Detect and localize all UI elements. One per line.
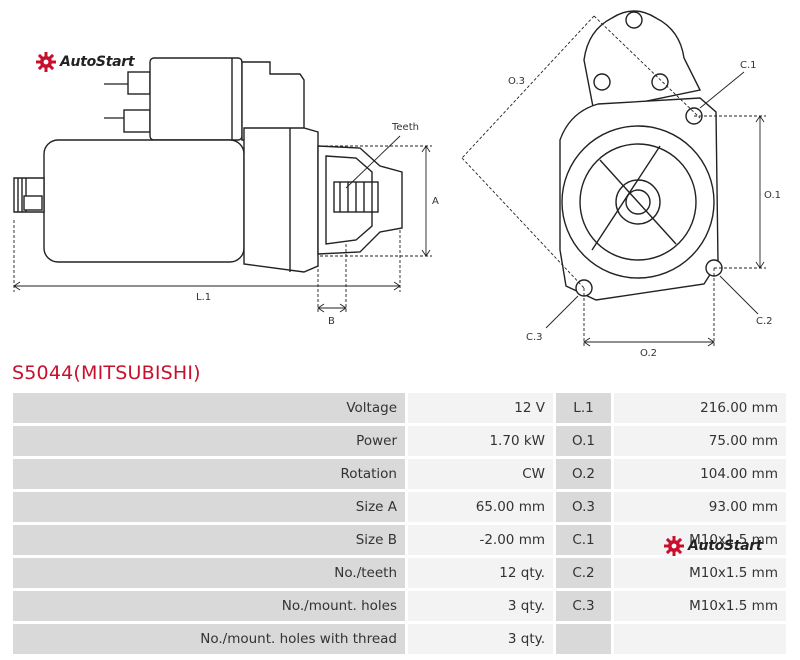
- starter-side-view: [13, 57, 403, 273]
- dimension-value: 75.00 mm: [614, 426, 786, 456]
- table-row: Rotation CW O.2 104.00 mm: [13, 459, 786, 489]
- autostart-logo: AutoStart: [36, 52, 135, 72]
- logo-text: AutoStart: [688, 538, 763, 554]
- dimension-code: [556, 624, 611, 654]
- table-row: Voltage 12 V L.1 216.00 mm: [13, 393, 786, 423]
- dim-c1-label: C.1: [740, 60, 757, 71]
- front-dimensions: [461, 15, 766, 347]
- dim-o2-label: O.2: [640, 348, 657, 359]
- dim-a-label: A: [432, 196, 439, 207]
- spec-label: Size A: [13, 492, 405, 522]
- spec-value: 65.00 mm: [408, 492, 553, 522]
- dimension-code: C.2: [556, 558, 611, 588]
- dimension-value: M10x1.5 mm: [614, 525, 786, 555]
- spec-value: 12 qty.: [408, 558, 553, 588]
- dimension-value: [614, 624, 786, 654]
- dimension-value: 93.00 mm: [614, 492, 786, 522]
- table-row: No./mount. holes 3 qty. C.3 M10x1.5 mm: [13, 591, 786, 621]
- dimension-value: M10x1.5 mm: [614, 558, 786, 588]
- dim-b-label: B: [328, 316, 335, 327]
- dimension-code: O.3: [556, 492, 611, 522]
- spec-label: No./mount. holes with thread: [13, 624, 405, 654]
- side-dimensions: [13, 135, 432, 313]
- dimension-value: 104.00 mm: [614, 459, 786, 489]
- spec-label: Size B: [13, 525, 405, 555]
- spec-value: 3 qty.: [408, 591, 553, 621]
- table-row: No./teeth 12 qty. C.2 M10x1.5 mm: [13, 558, 786, 588]
- logo-gear-icon: [664, 536, 684, 556]
- dimension-code: C.1: [556, 525, 611, 555]
- spec-label: Rotation: [13, 459, 405, 489]
- dimension-code: L.1: [556, 393, 611, 423]
- dim-c2-label: C.2: [756, 316, 773, 327]
- spec-value: CW: [408, 459, 553, 489]
- spec-label: No./mount. holes: [13, 591, 405, 621]
- spec-label: Power: [13, 426, 405, 456]
- table-row: Size A 65.00 mm O.3 93.00 mm: [13, 492, 786, 522]
- dim-o3-label: O.3: [508, 76, 525, 87]
- spec-value: -2.00 mm: [408, 525, 553, 555]
- spec-value: 3 qty.: [408, 624, 553, 654]
- spec-value: 1.70 kW: [408, 426, 553, 456]
- dim-o1-label: O.1: [764, 190, 781, 201]
- drawing-svg: Teeth A B L.1: [13, 10, 781, 359]
- dim-l1-label: L.1: [196, 292, 211, 303]
- starter-front-view: [559, 10, 723, 301]
- table-row: No./mount. holes with thread 3 qty.: [13, 624, 786, 654]
- dimension-code: O.2: [556, 459, 611, 489]
- dim-c3-label: C.3: [526, 332, 543, 343]
- dimension-value: M10x1.5 mm: [614, 591, 786, 621]
- spec-label: Voltage: [13, 393, 405, 423]
- spec-value: 12 V: [408, 393, 553, 423]
- teeth-label: Teeth: [391, 122, 419, 133]
- technical-drawing: Teeth A B L.1: [13, 10, 781, 359]
- dimension-code: C.3: [556, 591, 611, 621]
- dimension-value: 216.00 mm: [614, 393, 786, 423]
- logo-text: AutoStart: [60, 54, 135, 70]
- table-row: Size B -2.00 mm C.1 M10x1.5 mm: [13, 525, 786, 555]
- logo-gear-icon: [36, 52, 56, 72]
- dimension-code: O.1: [556, 426, 611, 456]
- table-row: Power 1.70 kW O.1 75.00 mm: [13, 426, 786, 456]
- spec-label: No./teeth: [13, 558, 405, 588]
- specs-table: Voltage 12 V L.1 216.00 mm Power 1.70 kW…: [10, 390, 789, 657]
- product-title: S5044(MITSUBISHI): [12, 362, 201, 384]
- autostart-watermark-logo: AutoStart: [664, 536, 763, 556]
